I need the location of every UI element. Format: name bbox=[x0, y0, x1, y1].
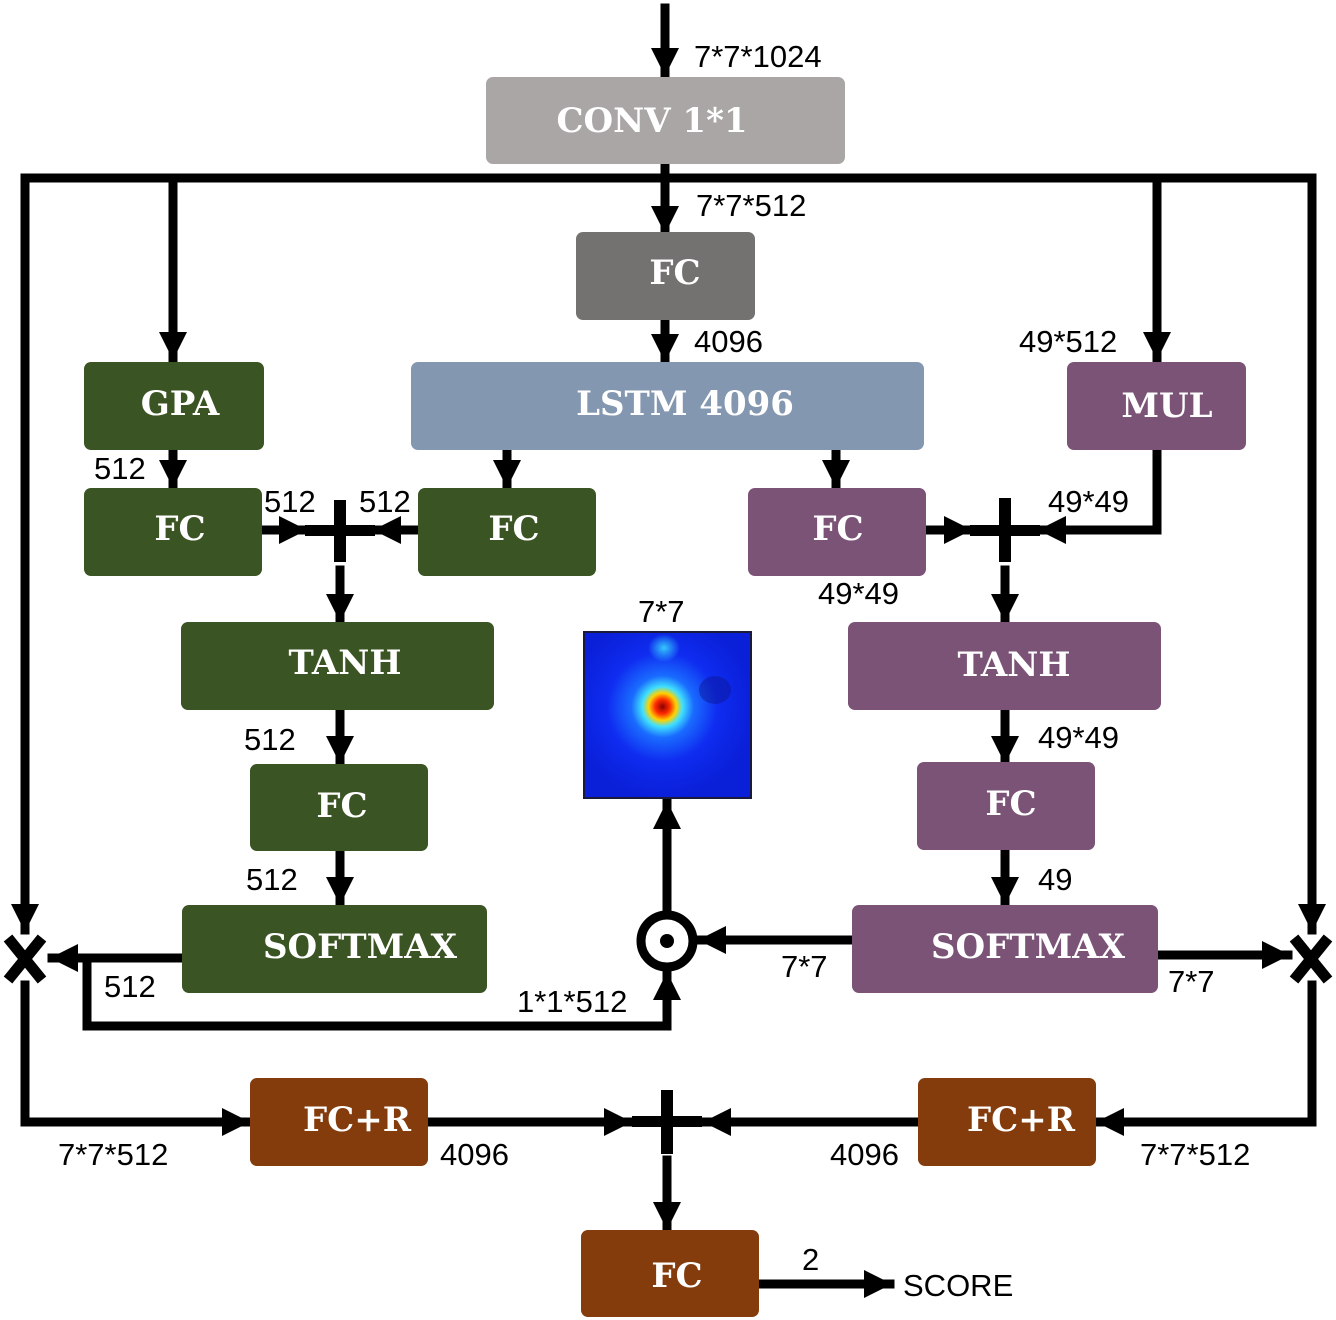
mul-to-plus-arrow bbox=[1035, 445, 1162, 544]
label-heatmap-size: 7*7 bbox=[638, 594, 685, 629]
fc-green-left-box: FC bbox=[84, 488, 262, 576]
x-left-to-fcr-arrow bbox=[20, 980, 253, 1136]
wires bbox=[11, 3, 1326, 1298]
label-odot-in: 1*1*512 bbox=[517, 984, 627, 1019]
plus-operator-green bbox=[305, 500, 375, 562]
svg-text:FC: FC bbox=[985, 784, 1036, 824]
label-mul-out: 49*49 bbox=[1048, 484, 1129, 519]
svg-text:GPA: GPA bbox=[141, 384, 220, 424]
svg-text:FC: FC bbox=[812, 509, 863, 549]
label-fcr-right-out: 4096 bbox=[830, 1137, 899, 1172]
fc-purple-box: FC bbox=[748, 488, 926, 576]
label-fc-green-right-out: 512 bbox=[359, 484, 411, 519]
label-fc-purple-mid-out: 49 bbox=[1038, 862, 1072, 897]
label-fcr-left-in: 7*7*512 bbox=[58, 1137, 168, 1172]
label-fcr-right-in: 7*7*512 bbox=[1140, 1137, 1250, 1172]
svg-text:FC: FC bbox=[316, 786, 367, 826]
svg-text:FC+R: FC+R bbox=[967, 1100, 1076, 1140]
label-fc-green-left-out: 512 bbox=[264, 484, 316, 519]
label-fc-green-mid-out: 512 bbox=[246, 862, 298, 897]
label-score-dim: 2 bbox=[802, 1242, 819, 1277]
label-input-dim: 7*7*1024 bbox=[694, 39, 822, 74]
mul-box: MUL bbox=[1067, 362, 1246, 450]
conv-box: CONV 1*1 bbox=[486, 77, 845, 164]
label-conv-out: 7*7*512 bbox=[696, 188, 806, 223]
plus-operator-purple bbox=[970, 498, 1040, 562]
svg-text:MUL: MUL bbox=[1121, 386, 1212, 426]
fc-green-mid-box: FC bbox=[250, 764, 428, 851]
lstm-box: LSTM 4096 bbox=[411, 362, 924, 450]
label-fcr-left-out: 4096 bbox=[440, 1137, 509, 1172]
plus-operator-bottom bbox=[632, 1090, 702, 1154]
multiply-operator-right bbox=[1289, 934, 1333, 984]
svg-text:SOFTMAX: SOFTMAX bbox=[931, 927, 1126, 967]
fc-purple-mid-box: FC bbox=[917, 762, 1095, 850]
fc-bottom-box: FC bbox=[581, 1230, 759, 1317]
label-score: SCORE bbox=[903, 1268, 1013, 1303]
svg-text:FC: FC bbox=[649, 253, 700, 293]
edge-labels: 7*7*1024 7*7*512 4096 49*512 512 512 512… bbox=[58, 39, 1250, 1303]
attention-heatmap bbox=[583, 631, 752, 799]
svg-text:SOFTMAX: SOFTMAX bbox=[263, 927, 458, 967]
softmax-green-box: SOFTMAX bbox=[182, 905, 487, 993]
svg-text:FC+R: FC+R bbox=[303, 1100, 412, 1140]
label-softmax-green-out: 512 bbox=[104, 969, 156, 1004]
fc-top-box: FC bbox=[576, 232, 755, 320]
svg-text:FC: FC bbox=[488, 509, 539, 549]
gpa-box: GPA bbox=[84, 362, 264, 450]
svg-text:TANH: TANH bbox=[288, 643, 401, 683]
multiply-operator-left bbox=[3, 934, 47, 984]
label-gpa-out: 512 bbox=[94, 451, 146, 486]
svg-text:FC: FC bbox=[651, 1256, 702, 1296]
softmax-purple-box: SOFTMAX bbox=[852, 905, 1158, 993]
label-mul-in: 49*512 bbox=[1019, 324, 1117, 359]
svg-text:LSTM 4096: LSTM 4096 bbox=[576, 384, 794, 424]
fc-green-right-box: FC bbox=[418, 488, 596, 576]
fcr-left-box: FC+R bbox=[250, 1078, 428, 1166]
svg-text:FC: FC bbox=[154, 509, 205, 549]
odot-operator bbox=[636, 910, 698, 972]
svg-text:CONV 1*1: CONV 1*1 bbox=[556, 101, 747, 141]
label-softmax-purple-right: 7*7 bbox=[1168, 964, 1215, 999]
label-tanh-green-out: 512 bbox=[244, 722, 296, 757]
label-fc-top-out: 4096 bbox=[694, 324, 763, 359]
x-right-to-fcr-arrow bbox=[1093, 980, 1317, 1136]
tanh-green-box: TANH bbox=[181, 622, 494, 710]
attention-vector-to-odot-arrow bbox=[82, 953, 681, 1031]
label-softmax-purple-left: 7*7 bbox=[781, 949, 828, 984]
svg-text:TANH: TANH bbox=[957, 645, 1070, 685]
label-tanh-purple-out: 49*49 bbox=[1038, 720, 1119, 755]
label-fc-purple-out: 49*49 bbox=[818, 576, 899, 611]
fcr-right-box: FC+R bbox=[918, 1078, 1096, 1166]
tanh-purple-box: TANH bbox=[848, 622, 1161, 710]
